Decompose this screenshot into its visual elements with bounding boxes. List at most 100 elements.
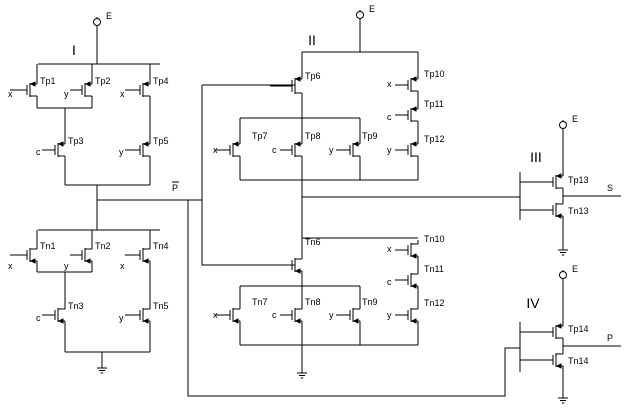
transistor-tn3 <box>42 305 66 325</box>
gate-input-y-18: y <box>329 310 334 320</box>
gate-input-x-2: x <box>120 89 125 99</box>
supply-e-1-label: E <box>106 11 112 21</box>
transistor-tn9 <box>336 305 361 325</box>
supply-e-3 <box>559 121 567 129</box>
transistor-tp4 <box>125 80 151 100</box>
label-tn1: Tn1 <box>40 241 56 251</box>
transistor-tn11 <box>395 270 419 290</box>
label-tn11: Tn11 <box>424 264 444 274</box>
label-tn10: Tn10 <box>424 234 445 244</box>
gate-input-y-9: y <box>119 313 124 323</box>
label-tp12: Tp12 <box>424 134 445 144</box>
label-tn12: Tn12 <box>424 298 445 308</box>
section-label-2: II <box>308 32 316 48</box>
transistor-tn13 <box>520 200 564 220</box>
gate-input-y-21: y <box>387 310 392 320</box>
label-tp7: Tp7 <box>252 131 268 141</box>
label-tp14: Tp14 <box>568 324 589 334</box>
gate-input-y-6: y <box>64 261 69 271</box>
signal-p-bar-label: P <box>172 183 178 193</box>
gate-input-x-13: x <box>387 79 392 89</box>
transistor-tp12 <box>395 140 419 160</box>
supply-e-4 <box>559 271 567 279</box>
label-tn7: Tn7 <box>252 297 268 307</box>
label-tp5: Tp5 <box>153 136 169 146</box>
transistor-tp3 <box>42 140 66 160</box>
gate-input-y-15: y <box>387 145 392 155</box>
transistor-tp13 <box>520 172 564 192</box>
section-label-1: I <box>72 42 76 58</box>
transistor-tn5 <box>125 305 151 325</box>
label-tn9: Tn9 <box>362 297 378 307</box>
label-tp11: Tp11 <box>424 99 444 109</box>
ground-1 <box>97 367 107 374</box>
gate-input-x-19: x <box>387 244 392 254</box>
label-tn6: Tn6 <box>305 237 321 247</box>
label-tp2: Tp2 <box>95 76 111 86</box>
gate-input-c-11: c <box>272 145 277 155</box>
label-tp4: Tp4 <box>153 76 169 86</box>
gate-input-c-20: c <box>387 277 392 287</box>
transistor-tp7 <box>215 140 241 160</box>
gate-input-x-7: x <box>120 261 125 271</box>
label-tp1: Tp1 <box>40 76 56 86</box>
gate-input-c-14: c <box>387 112 392 122</box>
transistor-tp5 <box>125 140 151 160</box>
transistor-tn8 <box>280 305 303 325</box>
gate-input-y-4: y <box>119 147 124 157</box>
supply-e-1 <box>93 18 101 26</box>
transistor-tn2 <box>70 245 93 265</box>
transistor-tn1 <box>10 245 38 265</box>
label-tn4: Tn4 <box>153 241 169 251</box>
transistor-tp6 <box>270 75 303 97</box>
supply-e-4-label: E <box>572 264 578 274</box>
transistor-tn10 <box>395 240 419 260</box>
transistor-tn7 <box>215 305 241 325</box>
ground-4 <box>558 397 568 404</box>
transistor-tp1 <box>10 80 38 100</box>
gate-input-x-0: x <box>8 89 13 99</box>
section-label-4: IV <box>526 295 540 311</box>
ground-3 <box>558 249 568 256</box>
gate-input-c-3: c <box>36 147 41 157</box>
transistor-tn4 <box>125 245 151 265</box>
gate-input-y-12: y <box>329 145 334 155</box>
gate-input-x-5: x <box>8 261 13 271</box>
label-tp9: Tp9 <box>362 131 378 141</box>
transistor-tn6 <box>270 255 303 275</box>
section-label-3: III <box>530 149 542 165</box>
transistor-tp9 <box>336 140 361 160</box>
label-tp13: Tp13 <box>568 175 589 185</box>
transistor-tp10 <box>395 75 419 95</box>
label-tn14: Tn14 <box>568 356 589 366</box>
output-s-label: S <box>607 183 613 193</box>
supply-e-2 <box>356 11 364 19</box>
transistor-tp8 <box>280 140 303 160</box>
transistor-tp2 <box>70 80 93 100</box>
label-tn13: Tn13 <box>568 206 589 216</box>
label-tn2: Tn2 <box>95 241 111 251</box>
supply-e-3-label: E <box>572 114 578 124</box>
label-tp6: Tp6 <box>305 71 321 81</box>
label-tn5: Tn5 <box>153 301 169 311</box>
gate-input-x-16: x <box>213 310 218 320</box>
gate-input-x-10: x <box>213 145 218 155</box>
supply-e-2-label: E <box>369 4 375 14</box>
gate-input-y-1: y <box>64 89 69 99</box>
output-p-label: P <box>607 333 613 343</box>
label-tp8: Tp8 <box>305 131 321 141</box>
p-bar-to-tn6 <box>201 85 295 266</box>
transistor-tn14 <box>520 350 564 370</box>
label-tn8: Tn8 <box>305 297 321 307</box>
wiring <box>36 10 621 398</box>
transistor-tn12 <box>395 305 419 325</box>
gate-input-c-8: c <box>36 313 41 323</box>
label-tn3: Tn3 <box>68 301 84 311</box>
gate-input-c-17: c <box>272 310 277 320</box>
label-tp10: Tp10 <box>424 69 445 79</box>
ground-2 <box>297 372 307 379</box>
transistor-tp11 <box>395 105 419 125</box>
transistor-tp14 <box>520 322 564 342</box>
